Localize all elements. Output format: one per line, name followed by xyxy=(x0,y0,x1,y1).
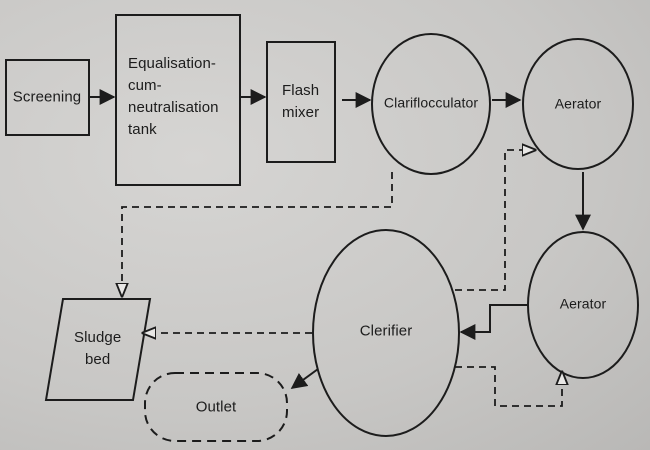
clariflocculator-label: Clariflocculator xyxy=(383,94,479,111)
aerator-top-label: Aerator xyxy=(554,95,602,112)
flash-mixer-line-2: mixer xyxy=(282,104,320,121)
equalisation-line-2: cum- xyxy=(128,77,162,94)
arrow-aerator-to-clerifier xyxy=(459,304,528,340)
sludge-bed-label: Sludge bed xyxy=(74,327,121,371)
screening-label: Screening xyxy=(12,88,82,106)
sludge-bed-line-1: Sludge xyxy=(74,329,122,346)
arrow-clerifier-to-outlet xyxy=(290,368,319,389)
clerifier-circle xyxy=(312,229,460,437)
flash-mixer-box xyxy=(266,41,336,163)
equalisation-line-4: tank xyxy=(128,121,157,138)
flash-mixer-label: Flash mixer xyxy=(282,80,319,124)
sludge-bed-parallelogram xyxy=(44,298,152,401)
equalisation-line-3: neutralisation xyxy=(128,99,219,116)
sludge-bed-line-2: bed xyxy=(84,351,111,368)
outlet-label: Outlet xyxy=(195,398,237,416)
aerator-top-circle xyxy=(522,38,634,170)
equalisation-label: Equalisation- cum- neutralisation tank xyxy=(128,53,219,141)
equalisation-line-1: Equalisation- xyxy=(128,55,217,72)
equalisation-tank-box xyxy=(115,14,241,186)
aerator-right-label: Aerator xyxy=(559,295,607,312)
flash-mixer-line-1: Flash xyxy=(282,82,320,99)
dashed-clariflocculator-to-sludge-bed xyxy=(122,172,393,296)
clariflocculator-circle xyxy=(371,33,491,175)
clerifier-label: Clerifier xyxy=(359,322,413,340)
dashed-recycle-to-aerator-right xyxy=(455,366,562,407)
outlet-dashed-box xyxy=(144,372,288,442)
dashed-recycle-to-aerator-top xyxy=(455,150,535,291)
